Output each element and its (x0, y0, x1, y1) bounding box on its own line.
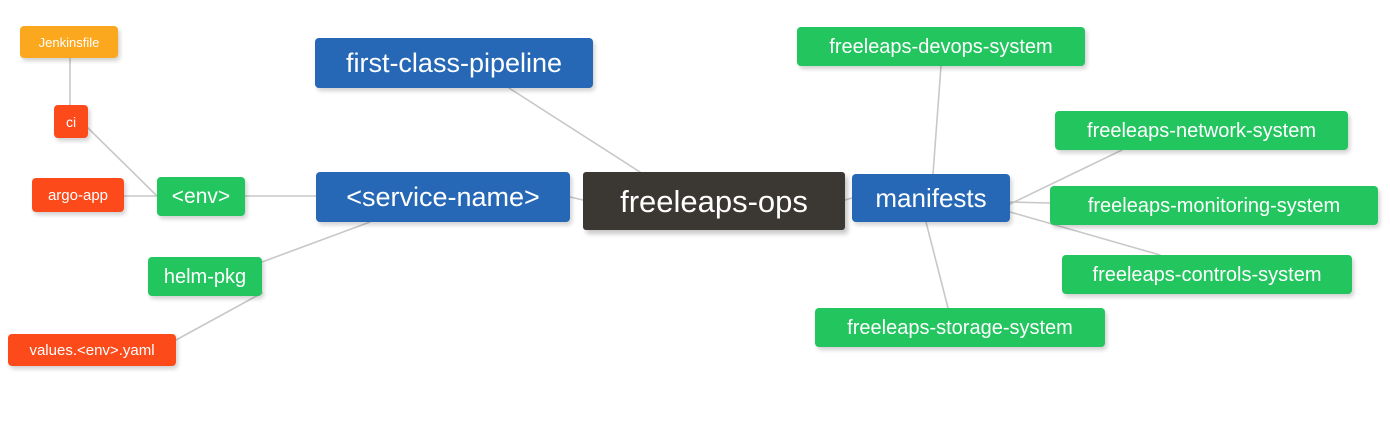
edge-manifests-to-freeleaps-devops-system (932, 65, 942, 175)
node-values-yaml[interactable]: values.<env>.yaml (8, 334, 176, 366)
node-jenkinsfile[interactable]: Jenkinsfile (20, 26, 118, 58)
node-manifests[interactable]: manifests (852, 174, 1010, 222)
node-service-name[interactable]: <service-name> (316, 172, 570, 222)
edge-first-class-pipeline-to-freeleaps-ops (508, 87, 641, 173)
node-ci[interactable]: ci (54, 105, 88, 138)
edge-freeleaps-ops-to-manifests (844, 197, 853, 201)
node-env[interactable]: <env> (157, 177, 245, 216)
node-freeleaps-devops-system[interactable]: freeleaps-devops-system (797, 27, 1085, 66)
node-freeleaps-network-system[interactable]: freeleaps-network-system (1055, 111, 1348, 150)
edge-manifests-to-freeleaps-storage-system (925, 221, 949, 309)
node-freeleaps-storage-system[interactable]: freeleaps-storage-system (815, 308, 1105, 347)
edge-service-name-to-freeleaps-ops (569, 196, 584, 201)
node-freeleaps-monitoring-system[interactable]: freeleaps-monitoring-system (1050, 186, 1378, 225)
node-argo-app[interactable]: argo-app (32, 178, 124, 212)
edge-manifests-to-freeleaps-monitoring-system (1009, 201, 1051, 204)
edge-values-yaml-to-helm-pkg (175, 292, 263, 341)
node-freeleaps-controls-system[interactable]: freeleaps-controls-system (1062, 255, 1352, 294)
node-first-class-pipeline[interactable]: first-class-pipeline (315, 38, 593, 88)
node-freeleaps-ops[interactable]: freeleaps-ops (583, 172, 845, 230)
edge-helm-pkg-to-service-name (261, 221, 371, 263)
node-helm-pkg[interactable]: helm-pkg (148, 257, 262, 296)
